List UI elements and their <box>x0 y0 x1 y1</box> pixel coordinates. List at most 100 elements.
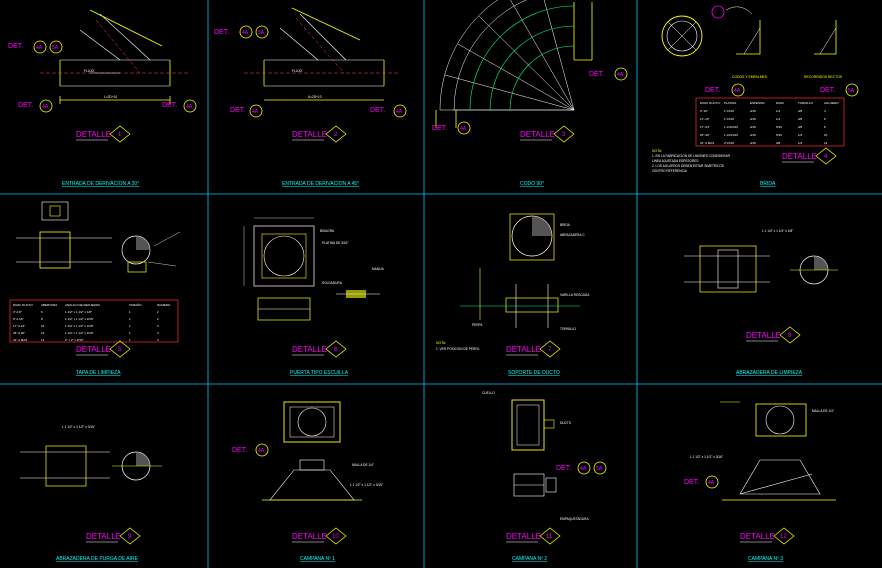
table-header-cell: ESPESOR <box>750 101 765 105</box>
table-cell: 3/16 <box>750 125 756 129</box>
table-cell: 2 <box>157 317 159 321</box>
panel-7-caption: SOPORTE DE DUCTO <box>508 370 560 376</box>
panel-8-drawing: L 1 1/4" x 1 1/4" x 1/8" <box>684 229 838 293</box>
table-cell: 6 <box>41 310 43 314</box>
panel-10-detalle: DETALLE 10 <box>292 527 347 545</box>
svg-text:DET.: DET. <box>162 102 177 109</box>
svg-text:CUELLO: CUELLO <box>482 391 495 395</box>
panel-3-callouts: DET. 4A DET. 4A <box>432 67 628 135</box>
svg-text:4A: 4A <box>252 109 259 115</box>
table-cell: 1 <box>129 331 131 335</box>
svg-text:EMPAQUETADURA: EMPAQUETADURA <box>560 517 589 521</box>
panel-9-drawing: L 1 1/2" x 1 1/2" x 3/16" <box>20 425 162 487</box>
svg-text:DETALLE: DETALLE <box>292 532 327 541</box>
panel-3-drawing <box>435 0 593 128</box>
table-cell: 3/8 <box>798 125 803 129</box>
panel-1-detalle: DETALLE 1 <box>76 125 131 143</box>
table-cell: 4 <box>157 331 159 335</box>
table-cell: 3/8 <box>798 117 803 121</box>
table-cell: 11"-16" <box>700 117 710 121</box>
svg-text:4A: 4A <box>734 88 741 94</box>
det-label: DET. <box>8 43 23 50</box>
svg-text:PERFIL: PERFIL <box>472 323 483 327</box>
svg-text:CODOS Y EMPALMES: CODOS Y EMPALMES <box>732 75 768 79</box>
table-cell: 4 <box>824 109 826 113</box>
svg-text:4A: 4A <box>708 480 715 486</box>
svg-text:4: 4 <box>824 154 828 160</box>
table-cell: 1 <box>129 317 131 321</box>
svg-text:L 1 1/2" x 1 1/2" x 3/16": L 1 1/2" x 1 1/2" x 3/16" <box>350 483 383 487</box>
svg-text:SOLDADURA: SOLDADURA <box>322 281 343 285</box>
panel-11-callout: DET. 4A 5A <box>556 461 607 475</box>
svg-text:DETALLE: DETALLE <box>740 532 775 541</box>
table-cell: 3/8 <box>776 141 781 145</box>
panel-3-detalle: DETALLE 3 <box>520 125 575 143</box>
table-cell: 14 <box>41 338 45 342</box>
svg-text:4A: 4A <box>36 45 43 51</box>
svg-text:DET.: DET. <box>820 87 835 94</box>
table-cell: 25"-30" <box>700 133 710 137</box>
panel-7-detalle: DETALLE 7 <box>506 340 561 358</box>
svg-text:DUCTO: DUCTO <box>560 421 572 425</box>
table-cell: 1 1/2x3/16 <box>724 133 738 137</box>
svg-text:DETALLE: DETALLE <box>76 130 111 139</box>
table-cell: 31" A MAS <box>13 338 27 342</box>
panel-4-detalle: DETALLE 4 <box>782 147 837 165</box>
panel-10-drawing: MALLA DE 1/4" L 1 1/2" x 1 1/2" x 3/16" <box>262 401 383 501</box>
panel-12-caption: CAMPANA Nº 3 <box>748 556 783 562</box>
table-cell: 8 <box>824 125 826 129</box>
table-header-cell: ABERTURA <box>41 303 57 307</box>
table-cell: 3/16 <box>750 117 756 121</box>
svg-text:4A: 4A <box>186 104 193 110</box>
panel-3-caption: CODO 90° <box>520 181 544 187</box>
panel-5-detalle: DETALLE 5 <box>76 340 131 358</box>
table-cell: 5/16 <box>776 133 782 137</box>
table-header-cell: NUMERO <box>157 303 171 307</box>
panel-10-caption: CAMPANA Nº 1 <box>300 556 335 562</box>
table-cell: 10 <box>41 324 45 328</box>
svg-text:DET.: DET. <box>232 447 247 454</box>
svg-text:DETALLE: DETALLE <box>520 130 555 139</box>
panel-12-drawing: MALLA DE 1/4" L 1 1/2" x 1 1/2" x 3/16" <box>690 401 836 501</box>
svg-text:LINEA AJUSTADA ESPESORES: LINEA AJUSTADA ESPESORES <box>652 159 699 163</box>
svg-text:VARILLA ROSCADA: VARILLA ROSCADA <box>560 293 590 297</box>
panel-7-drawing: BRIDA ABRAZADERA C VARILLA ROSCADA TORNI… <box>436 213 590 351</box>
svg-text:BISAGRA: BISAGRA <box>320 229 335 233</box>
table-cell: 1/4 <box>776 117 781 121</box>
table-header-cell: DIAM. DUCTO <box>13 303 33 307</box>
table-cell: 4 <box>157 338 159 342</box>
table-cell: 3/16 <box>750 109 756 113</box>
panel-4-drawing: CODOS Y EMPALMES RECORRIDOS RECTOS <box>661 5 843 79</box>
svg-text:DETALLE: DETALLE <box>506 532 541 541</box>
svg-text:2. LOS AGUJEROS DEBEN ESTAR SI: 2. LOS AGUJEROS DEBEN ESTAR SIMETRICOS <box>652 164 724 168</box>
svg-text:PLATINA DE 3/16": PLATINA DE 3/16" <box>322 241 348 245</box>
table-cell: 6 <box>824 117 826 121</box>
table-cell: 31" A MAS <box>700 141 714 145</box>
table-cell: 1 1/2" x 1 1/2" x 1/8" <box>65 310 92 314</box>
panel-6-caption: PUERTA TIPO ESCUILLA <box>290 370 349 376</box>
svg-text:DET.: DET. <box>556 465 571 472</box>
table-cell: 1 <box>129 324 131 328</box>
panel-1-callout-top: DET. 4A 5A <box>8 40 63 54</box>
svg-text:DETALLE: DETALLE <box>292 345 327 354</box>
panel-5-drawing <box>16 201 181 273</box>
svg-text:1: 1 <box>118 132 122 138</box>
table-cell: 8 <box>41 317 43 321</box>
table-header-cell: AGUJERO <box>824 101 839 105</box>
svg-text:4A: 4A <box>42 104 49 110</box>
svg-text:5A: 5A <box>596 466 603 472</box>
table-cell: 1/4 <box>776 109 781 113</box>
table-header-cell: PLATINA <box>724 101 736 105</box>
svg-text:2: 2 <box>334 132 338 138</box>
table-cell: 1 1/2" x 1 1/2" x 3/16" <box>65 324 94 328</box>
panel-1-caption: ENTRADA DE DERIVACION A 30° <box>62 181 139 187</box>
panel-4-note: NOTA: 1. EN LA FABRICACION DE UNIONES CO… <box>652 149 731 173</box>
table-cell: 1/2 <box>798 141 803 145</box>
svg-text:DETALLE: DETALLE <box>86 532 121 541</box>
table-cell: 2"x3/16 <box>724 141 734 145</box>
svg-text:DET.: DET. <box>705 87 720 94</box>
table-cell: 1"x3/16 <box>724 117 734 121</box>
table-cell: 3" A 8" <box>13 310 22 314</box>
